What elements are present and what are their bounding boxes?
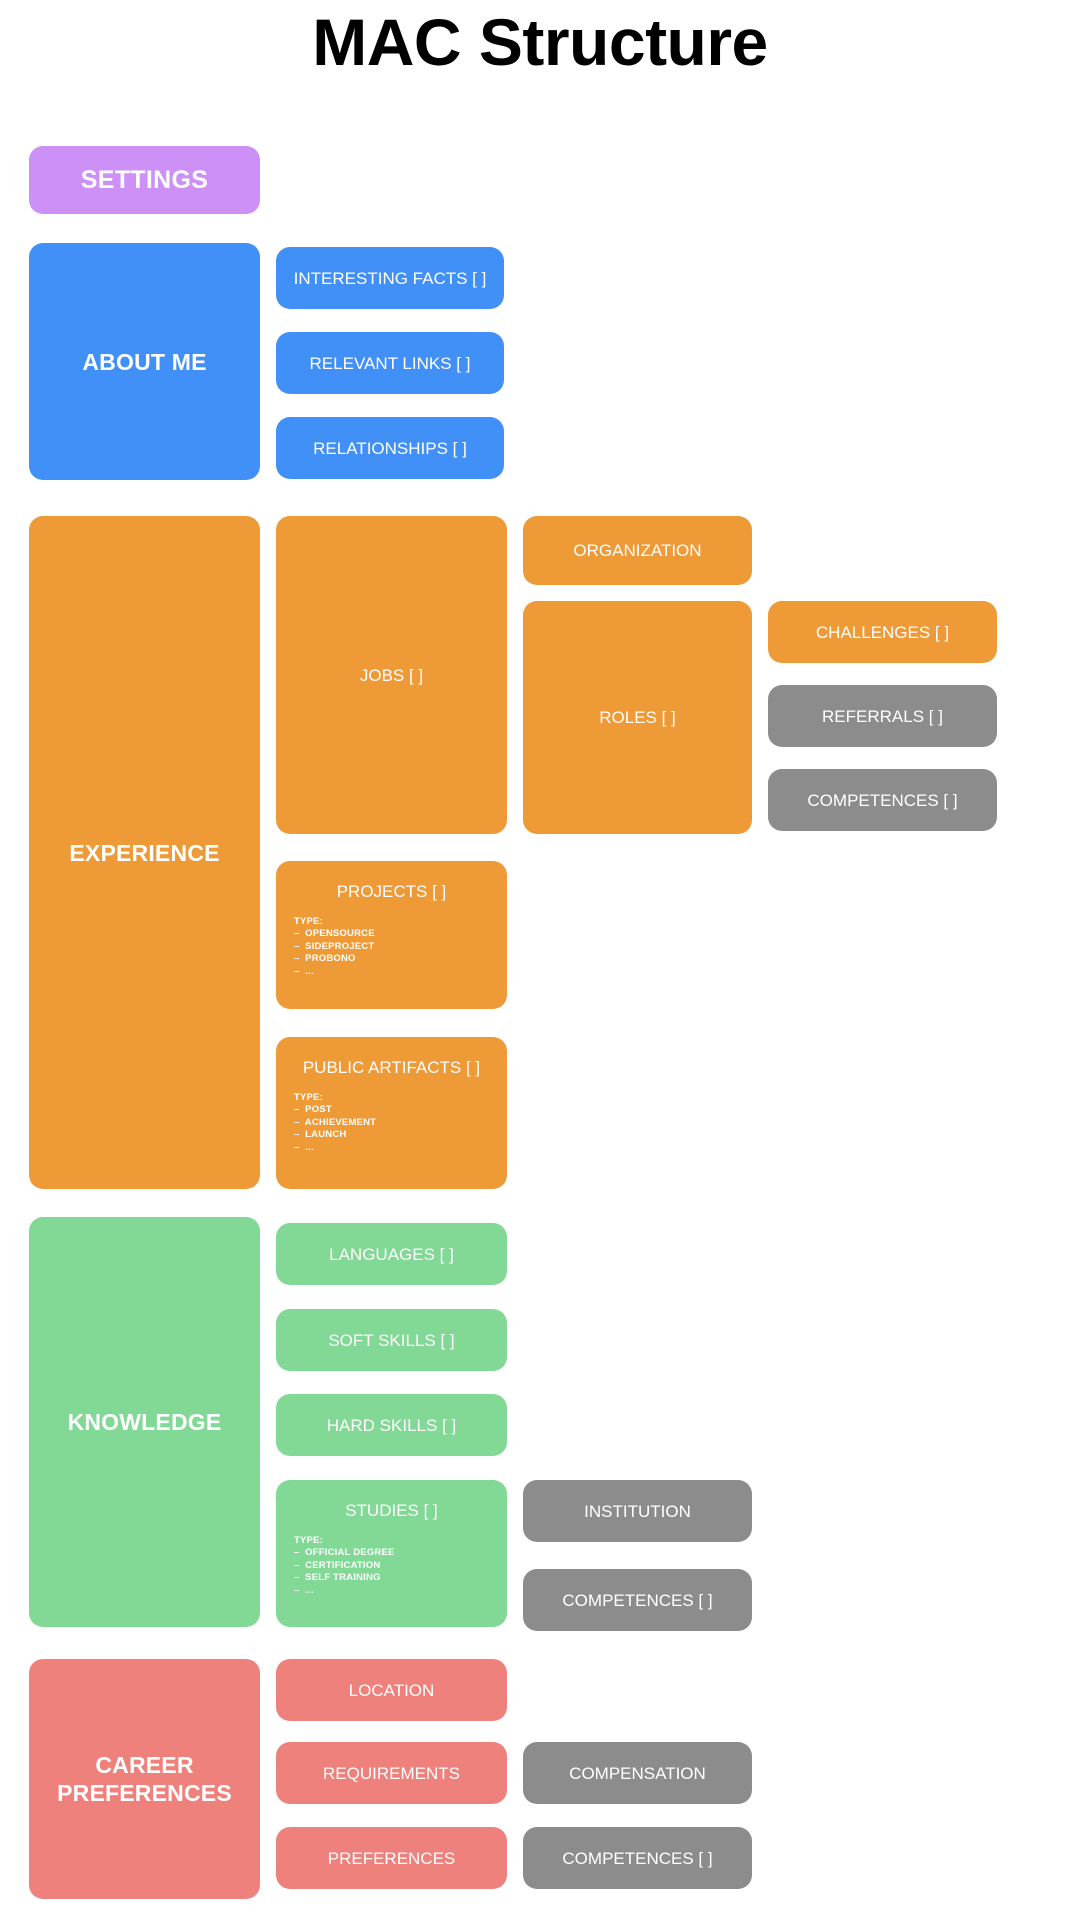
referrals-label: REFERRALS [ ] — [822, 706, 943, 726]
challenges-label: CHALLENGES [ ] — [815, 622, 950, 642]
knowledge-competences-card[interactable]: COMPETENCES [ ] — [523, 1569, 752, 1631]
studies-type-item: – CERTIFICATION — [294, 1559, 381, 1571]
knowledge-card[interactable]: KNOWLEDGE — [29, 1217, 260, 1627]
about-me-interesting-facts-card[interactable]: INTERESTING FACTS [ ] — [276, 247, 504, 309]
public-artifacts-type-item: – ACHIEVEMENT — [294, 1116, 377, 1128]
competences-label: COMPETENCES [ ] — [807, 790, 958, 810]
career-preferences-label-line1: CAREER — [95, 1752, 194, 1778]
page-title: MAC Structure — [312, 5, 768, 79]
experience-card[interactable]: EXPERIENCE — [29, 516, 260, 1189]
studies-type-item: – ... — [294, 1584, 314, 1596]
experience-roles-card[interactable]: ROLES [ ] — [523, 601, 752, 834]
soft-skills-label: SOFT SKILLS [ ] — [328, 1330, 455, 1350]
jobs-label: JOBS [ ] — [359, 665, 424, 685]
experience-public-artifacts-card[interactable]: PUBLIC ARTIFACTS [ ] TYPE: – POST – ACHI… — [276, 1037, 507, 1189]
relationships-label: RELATIONSHIPS [ ] — [313, 438, 467, 458]
career-preferences-label-line2: PREFERENCES — [57, 1780, 232, 1806]
career-competences-label: COMPETENCES [ ] — [562, 1848, 713, 1868]
preferences-label: PREFERENCES — [327, 1848, 456, 1868]
projects-type-item: – ... — [294, 965, 314, 977]
studies-label: STUDIES [ ] — [345, 1501, 438, 1520]
experience-challenges-card[interactable]: CHALLENGES [ ] — [768, 601, 997, 663]
experience-referrals-card[interactable]: REFERRALS [ ] — [768, 685, 997, 747]
languages-label: LANGUAGES [ ] — [329, 1244, 454, 1264]
about-me-relationships-card[interactable]: RELATIONSHIPS [ ] — [276, 417, 504, 479]
about-me-card[interactable]: ABOUT ME — [29, 243, 260, 480]
organization-label: ORGANIZATION — [573, 541, 702, 560]
settings-card[interactable]: SETTINGS — [29, 146, 260, 214]
studies-type-item: – OFFICIAL DEGREE — [294, 1547, 395, 1559]
knowledge-institution-card[interactable]: INSTITUTION — [523, 1480, 752, 1542]
studies-type-label: TYPE: — [294, 1535, 323, 1546]
interesting-facts-label: INTERESTING FACTS [ ] — [293, 268, 487, 288]
experience-projects-card[interactable]: PROJECTS [ ] TYPE: – OPENSOURCE – SIDEPR… — [276, 861, 507, 1009]
institution-label: INSTITUTION — [584, 1501, 691, 1521]
requirements-label: REQUIREMENTS — [323, 1763, 460, 1783]
knowledge-languages-card[interactable]: LANGUAGES [ ] — [276, 1223, 507, 1285]
knowledge-soft-skills-card[interactable]: SOFT SKILLS [ ] — [276, 1309, 507, 1371]
compensation-label: COMPENSATION — [569, 1763, 706, 1783]
career-preferences-card[interactable]: CAREER PREFERENCES — [29, 1659, 260, 1899]
public-artifacts-type-label: TYPE: — [294, 1092, 323, 1103]
projects-type-item: – PROBONO — [294, 953, 356, 965]
hard-skills-label: HARD SKILLS [ ] — [326, 1415, 457, 1435]
projects-type-list: TYPE: – OPENSOURCE – SIDEPROJECT – PROBO… — [276, 902, 507, 978]
career-requirements-card[interactable]: REQUIREMENTS — [276, 1742, 507, 1804]
experience-jobs-card[interactable]: JOBS [ ] — [276, 516, 507, 834]
knowledge-studies-card[interactable]: STUDIES [ ] TYPE: – OFFICIAL DEGREE – CE… — [276, 1480, 507, 1627]
knowledge-competences-label: COMPETENCES [ ] — [562, 1590, 713, 1610]
career-location-card[interactable]: LOCATION — [276, 1659, 507, 1721]
studies-type-item: – SELF TRAINING — [294, 1572, 381, 1584]
projects-label: PROJECTS [ ] — [336, 882, 447, 901]
career-competences-card[interactable]: COMPETENCES [ ] — [523, 1827, 752, 1889]
knowledge-hard-skills-card[interactable]: HARD SKILLS [ ] — [276, 1394, 507, 1456]
studies-type-list: TYPE: – OFFICIAL DEGREE – CERTIFICATION … — [276, 1521, 507, 1597]
experience-label: EXPERIENCE — [69, 839, 220, 866]
public-artifacts-type-item: – ... — [294, 1141, 314, 1153]
location-label: LOCATION — [348, 1680, 435, 1700]
roles-label: ROLES [ ] — [599, 708, 676, 727]
settings-label: SETTINGS — [80, 165, 209, 194]
projects-type-item: – OPENSOURCE — [294, 928, 375, 940]
public-artifacts-type-item: – POST — [294, 1104, 332, 1116]
relevant-links-label: RELEVANT LINKS [ ] — [309, 353, 471, 373]
career-preferences-sub-card[interactable]: PREFERENCES — [276, 1827, 507, 1889]
public-artifacts-type-list: TYPE: – POST – ACHIEVEMENT – LAUNCH – ..… — [276, 1078, 507, 1154]
experience-organization-card[interactable]: ORGANIZATION — [523, 516, 752, 585]
public-artifacts-type-item: – LAUNCH — [294, 1129, 347, 1141]
career-compensation-card[interactable]: COMPENSATION — [523, 1742, 752, 1804]
knowledge-label: KNOWLEDGE — [67, 1409, 222, 1435]
about-me-label: ABOUT ME — [82, 348, 207, 375]
about-me-relevant-links-card[interactable]: RELEVANT LINKS [ ] — [276, 332, 504, 394]
projects-type-label: TYPE: — [294, 916, 323, 927]
public-artifacts-label: PUBLIC ARTIFACTS [ ] — [302, 1058, 481, 1077]
projects-type-item: – SIDEPROJECT — [294, 940, 375, 952]
experience-competences-card[interactable]: COMPETENCES [ ] — [768, 769, 997, 831]
